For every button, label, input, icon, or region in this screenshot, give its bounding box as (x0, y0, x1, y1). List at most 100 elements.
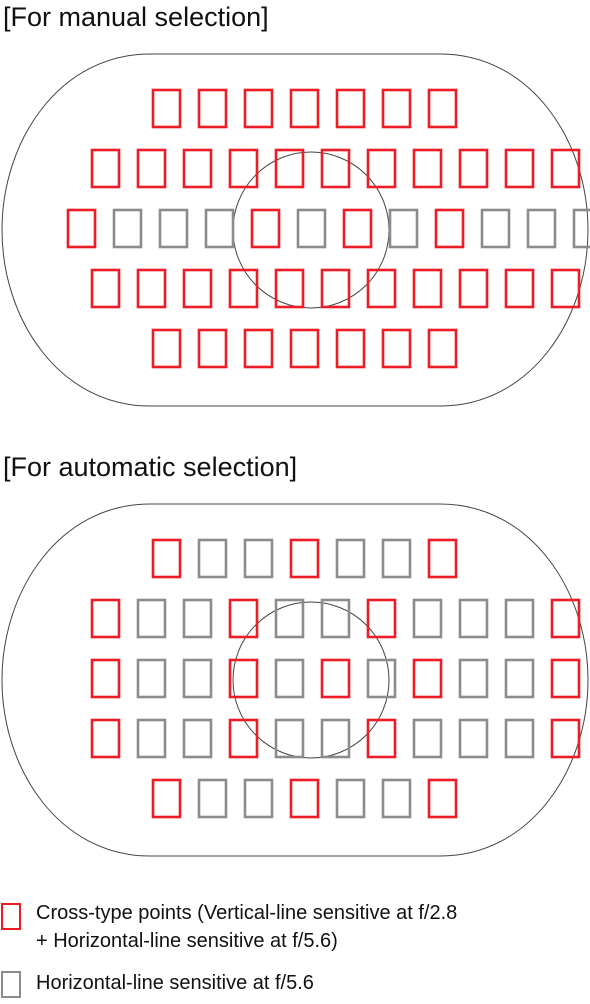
af-point-horizontal (204, 208, 235, 249)
af-point-cross-type (90, 658, 121, 699)
af-point-horizontal (504, 598, 535, 639)
af-point-horizontal (458, 718, 489, 759)
legend-cross-type: Cross-type points (Vertical-line sensiti… (0, 900, 590, 960)
af-point-cross-type (66, 208, 97, 249)
af-point-horizontal (182, 718, 213, 759)
af-point-cross-type (550, 718, 581, 759)
af-point-cross-type (366, 718, 397, 759)
af-point-cross-type (458, 148, 489, 189)
af-point-cross-type (228, 148, 259, 189)
af-point-cross-type (243, 88, 274, 129)
af-point-cross-type (289, 88, 320, 129)
legend-cross-type-line-1: Cross-type points (Vertical-line sensiti… (36, 902, 458, 924)
af-point-horizontal (320, 598, 351, 639)
af-point-horizontal (296, 208, 327, 249)
af-point-cross-type (381, 88, 412, 129)
af-point-cross-type (381, 328, 412, 369)
legend-cross-type-line-2: + Horizontal-line sensitive at f/5.6) (36, 930, 338, 952)
af-point-cross-type (182, 268, 213, 309)
manual-selection-af-diagram (1, 53, 590, 407)
af-point-horizontal (335, 778, 366, 819)
af-point-horizontal (197, 538, 228, 579)
af-point-cross-type (228, 268, 259, 309)
manual-selection-title: [For manual selection] (3, 2, 269, 32)
af-point-horizontal (480, 208, 511, 249)
af-point-horizontal (572, 208, 590, 249)
af-point-cross-type (90, 268, 121, 309)
af-point-cross-type (550, 598, 581, 639)
af-point-cross-type (136, 148, 167, 189)
af-point-horizontal (412, 718, 443, 759)
af-point-cross-type (151, 328, 182, 369)
af-point-horizontal (381, 538, 412, 579)
legend-horizontal: Horizontal-line sensitive at f/5.6 (0, 968, 590, 1000)
af-point-cross-type (434, 208, 465, 249)
af-point-cross-type (320, 148, 351, 189)
af-point-cross-type (366, 598, 397, 639)
af-point-cross-type (504, 148, 535, 189)
af-point-cross-type (90, 598, 121, 639)
viewfinder-outline (1, 53, 589, 407)
af-point-horizontal (158, 208, 189, 249)
af-point-horizontal (182, 658, 213, 699)
af-point-cross-type (504, 268, 535, 309)
af-point-cross-type (182, 148, 213, 189)
af-point-horizontal (458, 598, 489, 639)
af-point-cross-type (427, 538, 458, 579)
cross-type-swatch-icon (1, 903, 21, 930)
af-point-horizontal (243, 778, 274, 819)
automatic-selection-af-diagram (1, 503, 589, 857)
af-point-cross-type (427, 328, 458, 369)
af-point-cross-type (289, 538, 320, 579)
af-point-horizontal (136, 718, 167, 759)
af-point-cross-type (197, 88, 228, 129)
af-point-horizontal (136, 658, 167, 699)
af-point-cross-type (427, 778, 458, 819)
af-point-cross-type (550, 658, 581, 699)
af-point-horizontal (320, 718, 351, 759)
legend-horizontal-line-1: Horizontal-line sensitive at f/5.6 (36, 972, 314, 994)
af-point-horizontal (274, 598, 305, 639)
af-point-cross-type (412, 268, 443, 309)
af-point-cross-type (427, 88, 458, 129)
af-point-cross-type (458, 268, 489, 309)
af-point-cross-type (289, 778, 320, 819)
af-point-cross-type (90, 148, 121, 189)
af-point-horizontal (112, 208, 143, 249)
af-point-horizontal (504, 718, 535, 759)
af-point-horizontal (335, 538, 366, 579)
viewfinder-outline (1, 503, 589, 857)
af-point-cross-type (151, 538, 182, 579)
af-point-cross-type (335, 88, 366, 129)
af-point-horizontal (274, 658, 305, 699)
af-point-cross-type (274, 148, 305, 189)
af-point-cross-type (151, 778, 182, 819)
af-point-horizontal (182, 598, 213, 639)
automatic-selection-title: [For automatic selection] (3, 452, 298, 482)
af-point-horizontal (366, 658, 397, 699)
af-point-cross-type (228, 718, 259, 759)
af-point-cross-type (136, 268, 167, 309)
af-point-cross-type (366, 268, 397, 309)
af-point-cross-type (289, 328, 320, 369)
af-point-cross-type (228, 658, 259, 699)
af-point-horizontal (388, 208, 419, 249)
af-point-cross-type (550, 148, 581, 189)
af-point-horizontal (412, 598, 443, 639)
af-point-cross-type (243, 328, 274, 369)
af-point-cross-type (197, 328, 228, 369)
af-point-horizontal (458, 658, 489, 699)
af-point-horizontal (136, 598, 167, 639)
af-point-cross-type (250, 208, 281, 249)
af-point-horizontal (197, 778, 228, 819)
af-point-cross-type (90, 718, 121, 759)
af-point-cross-type (366, 148, 397, 189)
horizontal-swatch-icon (1, 971, 21, 998)
af-point-cross-type (151, 88, 182, 129)
spot-metering-circle (232, 601, 390, 759)
af-point-horizontal (274, 718, 305, 759)
af-point-cross-type (320, 658, 351, 699)
af-point-cross-type (412, 658, 443, 699)
af-point-horizontal (504, 658, 535, 699)
af-point-cross-type (412, 148, 443, 189)
